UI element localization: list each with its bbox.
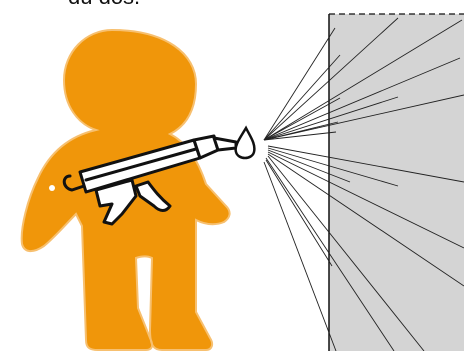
spray-line	[264, 162, 336, 351]
droplet-icon	[236, 128, 255, 158]
caption-text: du dos.	[68, 0, 140, 8]
spray-line	[264, 28, 335, 140]
gun-nozzle	[214, 138, 236, 150]
pocket-dot	[49, 185, 55, 191]
spray-line	[266, 160, 332, 266]
